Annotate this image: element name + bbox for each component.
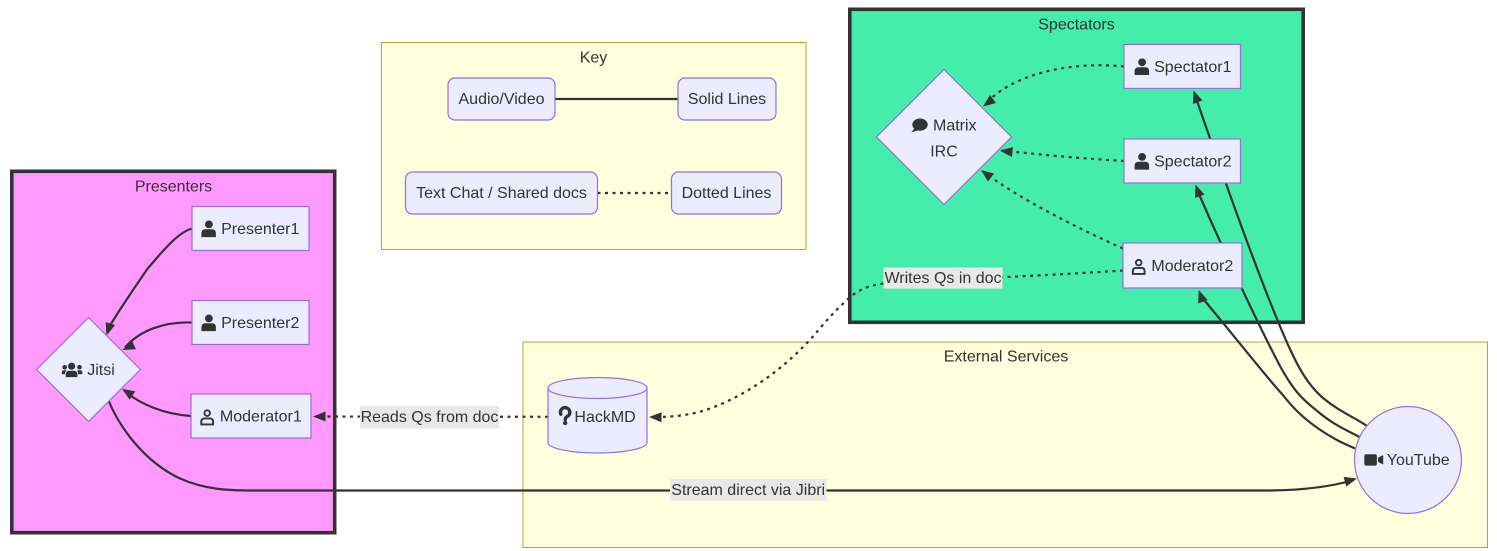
svg-text:Stream direct via Jibri: Stream direct via Jibri bbox=[671, 482, 825, 499]
svg-text:Writes Qs in doc: Writes Qs in doc bbox=[884, 270, 1001, 287]
svg-text:Spectator1: Spectator1 bbox=[1154, 59, 1231, 76]
svg-text:IRC: IRC bbox=[930, 144, 958, 161]
svg-text:YouTube: YouTube bbox=[1387, 452, 1450, 469]
svg-text:Presenter1: Presenter1 bbox=[221, 221, 299, 238]
svg-text:Text Chat / Shared docs: Text Chat / Shared docs bbox=[416, 185, 587, 202]
svg-text:Spectators: Spectators bbox=[1038, 17, 1114, 34]
svg-text:Presenter2: Presenter2 bbox=[221, 315, 299, 332]
svg-text:Spectator2: Spectator2 bbox=[1154, 154, 1231, 171]
svg-text:Reads Qs from doc: Reads Qs from doc bbox=[361, 409, 499, 426]
svg-text:Moderator2: Moderator2 bbox=[1151, 258, 1233, 275]
svg-text:Moderator1: Moderator1 bbox=[220, 409, 302, 426]
svg-text:Solid Lines: Solid Lines bbox=[688, 91, 766, 108]
svg-text:Key: Key bbox=[580, 50, 608, 67]
svg-text:Presenters: Presenters bbox=[135, 179, 212, 196]
svg-text:Jitsi: Jitsi bbox=[87, 362, 115, 379]
svg-text:Matrix: Matrix bbox=[933, 118, 977, 135]
svg-text:Audio/Video: Audio/Video bbox=[459, 91, 545, 108]
svg-text:HackMD: HackMD bbox=[574, 409, 635, 426]
svg-text:External Services: External Services bbox=[944, 349, 1069, 366]
svg-text:Dotted Lines: Dotted Lines bbox=[682, 185, 772, 202]
